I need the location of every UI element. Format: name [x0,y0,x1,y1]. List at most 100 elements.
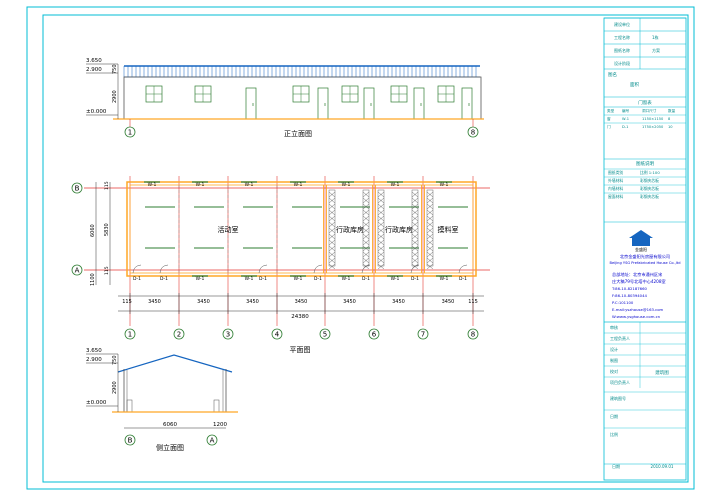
shelf-hatch [328,191,336,198]
shelf-hatch [377,203,385,210]
side-dim-porch: 1200 [213,422,227,428]
shelf-hatch [411,257,419,264]
shelf-hatch [426,215,434,222]
shelf-hatch [377,209,385,216]
side-level-3650: 3.650 [86,348,102,354]
shelf-hatch [328,263,336,270]
plan-bay-dim: 3450 [197,299,210,305]
plan-window-tag: W-1 [294,276,303,282]
shelf-hatch [362,197,370,204]
plan-window-tag: W-1 [148,182,157,188]
shelf-hatch [411,245,419,252]
shelf-hatch [328,233,336,240]
shelf-hatch [426,251,434,258]
plan-axis-marker [368,328,380,340]
front-axis-1-marker [124,126,136,138]
plan-dim-edge-right: 115 [468,299,478,305]
plan-bay-dim: 3450 [392,299,405,305]
plan-door-swing [458,264,468,274]
tb-notes-label: 外墙材料 [608,178,623,183]
shelf-hatch [426,191,434,198]
tb-table-head: 类型 [607,108,615,113]
front-door [363,87,375,120]
tb-bottom-label: 比例 [610,431,618,437]
plan-axis-a-marker [71,264,83,276]
shelf-hatch [426,203,434,210]
plan-window-tag: W-1 [440,182,449,188]
front-elevation-title: 正立面图 [284,129,312,138]
tb-sign-label: 校对 [610,368,618,374]
shelf-hatch [362,239,370,246]
shelf-hatch [362,227,370,234]
plan-window-tag: W-1 [391,182,400,188]
shelf-hatch [411,263,419,270]
tb-address-line: 总部地址：北京市通州区宋 [612,271,663,278]
plan-axis-label: 4 [275,331,280,339]
plan-window-tag: W-1 [196,276,205,282]
shelf-hatch [377,263,385,270]
front-door [413,87,425,120]
svg-text:金盛阳: 金盛阳 [635,246,647,252]
tb-mid-label: 图名 [608,71,617,78]
side-dim-750: 750 [112,355,118,365]
plan-door-tag: D-1 [362,276,370,282]
front-axis-8-marker [467,126,479,138]
plan-door-tag: D-1 [160,276,168,282]
tb-table-cell: 1150×1150 [642,117,664,121]
plan-axis-label: 7 [421,331,425,339]
plan-door-tag: D-1 [314,276,322,282]
tb-top-label: 建设单位 [614,21,630,27]
tb-table-head: 洞口尺寸 [642,108,657,113]
plan-axis-label: 8 [471,331,475,339]
tb-notes-value: 比例 1:100 [640,170,660,175]
plan-dim-115-bottom: 115 [104,266,110,275]
tb-top-label: 设计阶段 [614,60,630,66]
tb-notes-value: 彩钢夹芯板 [640,186,659,191]
plan-bay-dim: 3450 [148,299,161,305]
tb-company-cn: 北京金盛阳光房屋有限公司 [620,253,670,260]
inner-frame [42,14,689,483]
front-door [461,87,473,120]
tb-bottom-date-value: 2010.09.01 [651,464,674,469]
plan-door-swing [361,264,371,274]
plan-window-tag: W-1 [391,276,400,282]
shelf-hatch [362,257,370,264]
shelf-hatch [328,239,336,246]
room-admin-store-2: 行政库房 [385,225,413,234]
front-level-2900: 2.900 [86,67,102,73]
outer-frame [26,6,695,490]
tb-sign-label: 项目负责人 [610,379,630,385]
plan-door-tag: D-1 [259,276,267,282]
shelf-hatch [426,221,434,228]
tb-table-title: 门窗表 [638,99,652,106]
shelf-hatch [411,209,419,216]
plan-axis-label: 3 [226,331,230,339]
tb-top-value: 方案 [652,47,660,53]
shelf-hatch [362,263,370,270]
shelf-hatch [411,191,419,198]
shelf-hatch [411,233,419,240]
shelf-hatch [377,245,385,252]
shelf-hatch [362,245,370,252]
side-elevation: 3.650 2.900 ±0.000 750 2900 6060 1200 B … [86,348,238,452]
shelf-outline [426,189,434,267]
shelf-hatch [426,263,434,270]
shelf-hatch [377,221,385,228]
plan-axis-b-label: B [75,185,80,193]
plan-axis-marker [124,328,136,340]
front-axis-1-label: 1 [128,129,132,137]
tb-table-cell: 8 [668,117,671,121]
plan-window-tag: W-1 [245,276,254,282]
shelf-hatch [411,203,419,210]
plan-window-tag: W-1 [440,276,449,282]
room-admin-store-1: 行政库房 [336,225,364,234]
plan-shelving [377,189,385,270]
plan-axis-marker [222,328,234,340]
plan-outer-wall [126,181,477,277]
plan-window-tag: W-1 [245,182,254,188]
plan-shelving [411,189,419,270]
shelf-hatch [426,209,434,216]
side-elevation-title: 侧立面图 [156,443,184,452]
